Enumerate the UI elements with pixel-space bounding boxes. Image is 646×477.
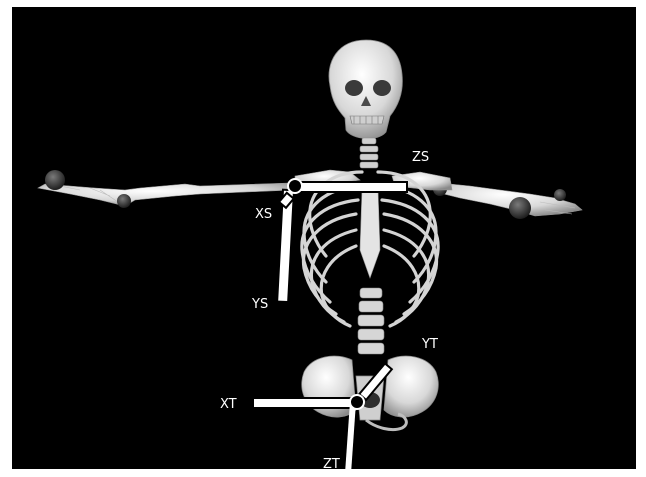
zs-axis-bar xyxy=(295,182,407,192)
label-zs: ZS xyxy=(412,150,429,165)
pelvis-origin xyxy=(350,395,364,409)
cervical-spine xyxy=(360,138,378,168)
label-yt: YT xyxy=(421,337,438,352)
right-wrist-marker xyxy=(509,197,531,219)
label-ys: YS xyxy=(251,297,268,312)
label-xt: XT xyxy=(220,397,237,412)
lumbar-spine xyxy=(358,288,384,354)
label-zt: ZT xyxy=(323,457,340,469)
left-wrist-marker xyxy=(117,194,131,208)
label-xs: XS xyxy=(255,207,272,222)
thorax-origin xyxy=(288,179,302,193)
left-hand-marker xyxy=(45,170,65,190)
xt-axis-bar xyxy=(253,398,357,408)
thorax-axes xyxy=(277,179,407,302)
skull xyxy=(329,40,402,139)
right-hand-marker xyxy=(554,189,566,201)
left-arm xyxy=(38,183,292,206)
sternum xyxy=(360,190,380,278)
skeleton-scene: ZS XS YS YT XT ZT xyxy=(12,7,636,469)
skeleton-viewport: ZS XS YS YT XT ZT xyxy=(12,7,636,469)
